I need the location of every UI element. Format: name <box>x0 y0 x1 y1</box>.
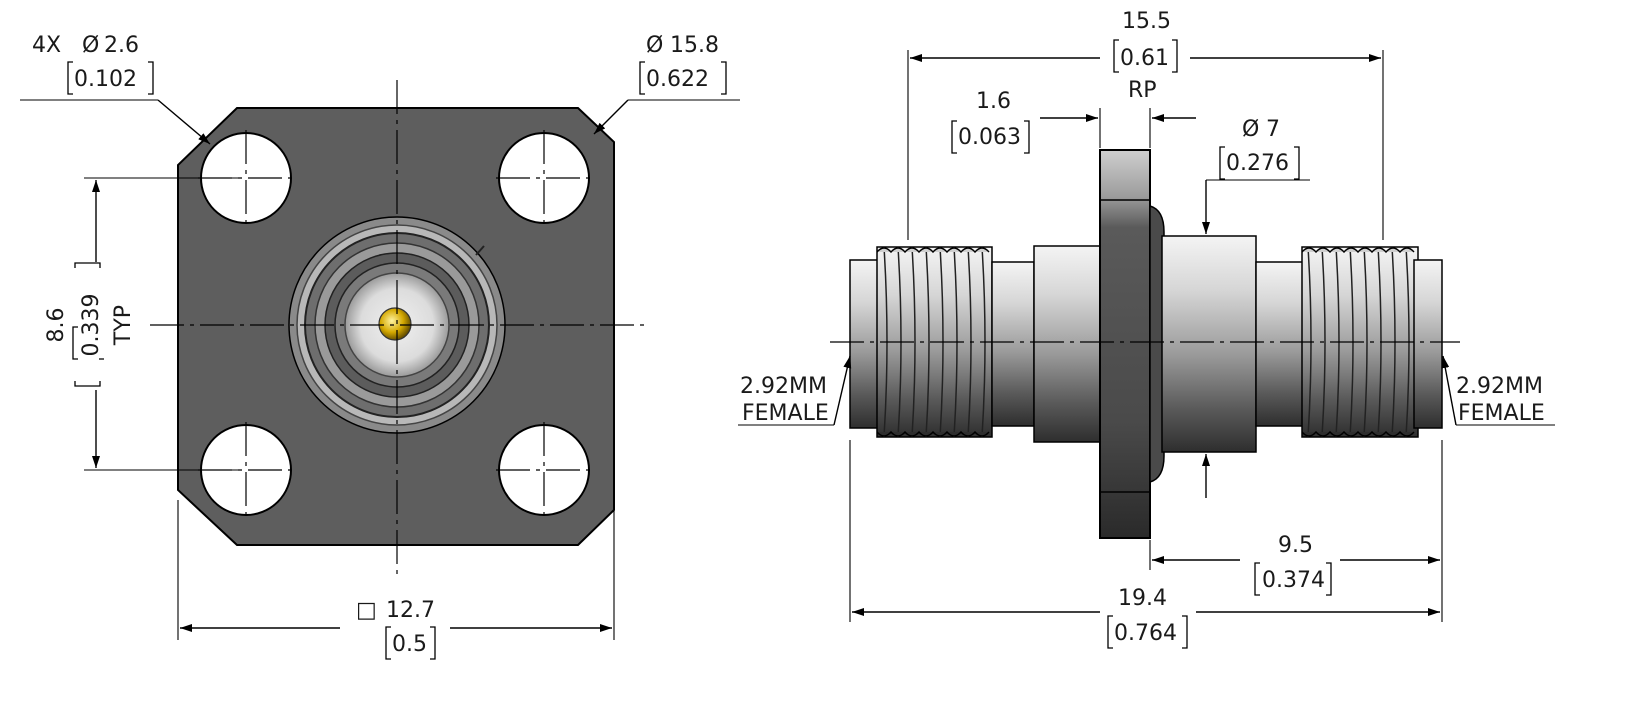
left-connector-line1: 2.92MM <box>740 374 827 399</box>
side-view: 15.5 0.61 RP 1.6 0.063 Ø 7 0.276 <box>738 9 1555 649</box>
square-mm: 12.7 <box>386 598 435 623</box>
dim-body-dia: Ø 7 0.276 <box>1202 117 1310 498</box>
right-end-sleeve <box>1413 259 1443 429</box>
front-view: 4X Ø 2.6 0.102 Ø 15.8 0.622 8.6 <box>20 33 740 660</box>
dim-overall-top: 15.5 0.61 RP <box>907 9 1384 240</box>
hole-dia-mm: 2.6 <box>104 33 139 58</box>
dim-overall-length: 19.4 0.764 <box>849 440 1440 649</box>
body-dia-mm: 7 <box>1266 117 1280 142</box>
hole-dia-in: 0.102 <box>74 67 137 92</box>
right-connector-line2: FEMALE <box>1458 401 1545 426</box>
overall-top-in: 0.61 <box>1120 46 1169 71</box>
end-length-mm: 9.5 <box>1278 533 1313 558</box>
square-in: 0.5 <box>392 632 427 657</box>
hole-count: 4X <box>32 33 61 58</box>
right-connector-line1: 2.92MM <box>1456 374 1543 399</box>
right-body <box>1161 235 1257 453</box>
flange-relief <box>1149 205 1165 483</box>
left-end-sleeve <box>849 259 881 429</box>
flange-dia-callout: Ø 15.8 0.622 <box>593 33 740 135</box>
flange-thickness-mm: 1.6 <box>976 89 1011 114</box>
right-neck <box>1255 261 1307 427</box>
square-width-dim: □ 12.7 0.5 <box>177 500 615 660</box>
left-connector-label: 2.92MM FEMALE <box>738 355 852 426</box>
flange-dia-mm: 15.8 <box>670 33 719 58</box>
overall-length-in: 0.764 <box>1114 621 1177 646</box>
diameter-symbol-3: Ø <box>1242 117 1259 142</box>
flange-thickness-in: 0.063 <box>958 125 1021 150</box>
diameter-symbol: Ø <box>82 33 99 58</box>
square-symbol: □ <box>356 598 377 623</box>
end-length-in: 0.374 <box>1262 568 1325 593</box>
body-dia-in: 0.276 <box>1226 151 1289 176</box>
right-connector-label: 2.92MM FEMALE <box>1441 355 1555 426</box>
flange-dia-in: 0.622 <box>646 67 709 92</box>
left-connector-line2: FEMALE <box>742 401 829 426</box>
hole-spacing-dim: 8.6 0.339 TYP <box>44 177 240 471</box>
hole-spacing-mm: 8.6 <box>44 308 69 343</box>
rp-label: RP <box>1128 78 1157 103</box>
side-flange <box>1099 149 1151 539</box>
overall-length-mm: 19.4 <box>1118 586 1167 611</box>
dim-flange-thickness: 1.6 0.063 <box>951 89 1196 154</box>
center-pin <box>378 307 412 341</box>
connector-face <box>288 216 506 434</box>
hole-spacing-in: 0.339 <box>79 294 104 357</box>
diameter-symbol-2: Ø <box>646 33 663 58</box>
left-body <box>1033 245 1103 443</box>
left-neck <box>991 261 1035 427</box>
overall-top-mm: 15.5 <box>1122 9 1171 34</box>
dim-end-length: 9.5 0.374 <box>1149 440 1443 622</box>
hole-spacing-typ: TYP <box>111 305 136 346</box>
hole-callout: 4X Ø 2.6 0.102 <box>20 33 211 145</box>
